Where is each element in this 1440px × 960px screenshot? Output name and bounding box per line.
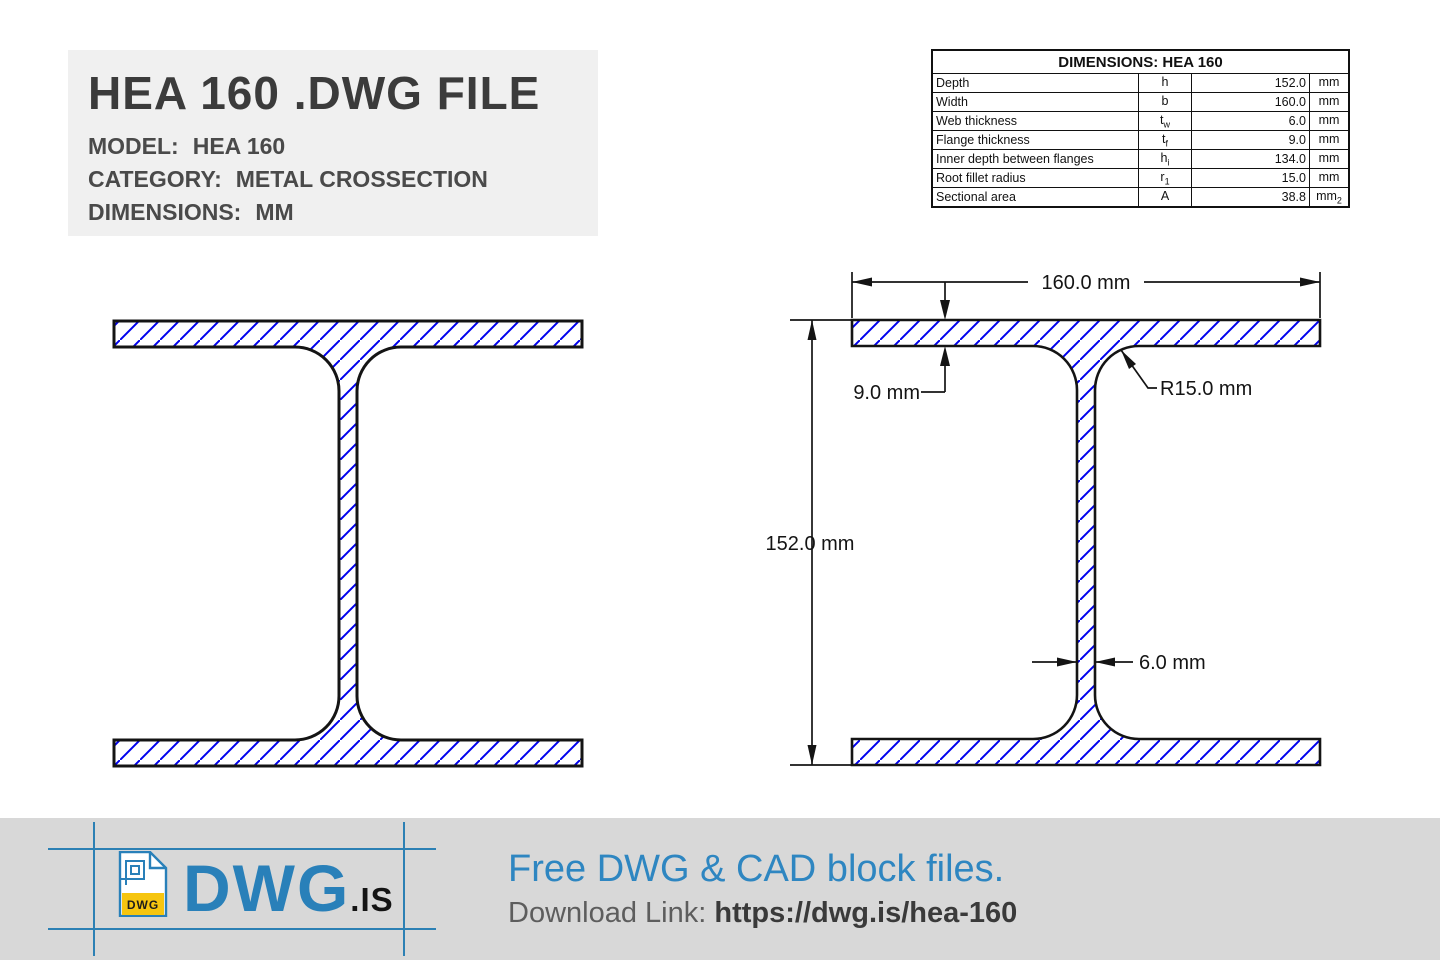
- download-label: Download Link:: [508, 897, 707, 929]
- flange-thickness-label: 9.0 mm: [853, 382, 920, 404]
- table-header-row: DIMENSIONS: HEA 160: [931, 49, 1350, 74]
- meta-category-label: CATEGORY:: [88, 166, 222, 192]
- meta-model-label: MODEL:: [88, 133, 179, 159]
- footer-text: Free DWG & CAD block files. Download Lin…: [508, 846, 1017, 934]
- meta-category: CATEGORY: METAL CROSSECTION: [88, 163, 598, 196]
- width-dimension-label: 160.0 mm: [1042, 272, 1131, 294]
- row-name: Web thickness: [931, 111, 1139, 131]
- table-row: Inner depth between flanges hi 134.0 mm: [931, 149, 1350, 169]
- meta-model: MODEL: HEA 160: [88, 130, 598, 163]
- row-name: Inner depth between flanges: [931, 149, 1139, 169]
- crop-mark-vertical-right: [403, 822, 405, 956]
- meta-dimensions-label: DIMENSIONS:: [88, 199, 242, 225]
- download-url: https://dwg.is/hea-160: [714, 897, 1018, 929]
- ibeam-section-dimensioned: 160.0 mm 152.0 mm 9.0 mm R15.0 mm 6.0 mm: [766, 270, 1322, 767]
- brand-name: DWG: [183, 851, 351, 925]
- dimensions-table: DIMENSIONS: HEA 160 Depth h 152.0 mm Wid…: [931, 49, 1350, 208]
- table-title: DIMENSIONS: HEA 160: [931, 49, 1350, 74]
- title-box: HEA 160 .DWG FILE MODEL: HEA 160 CATEGOR…: [68, 50, 598, 236]
- dimension-arrowheads: [807, 277, 1320, 765]
- dwg-badge: [122, 893, 164, 915]
- row-unit: mm2: [1309, 187, 1350, 208]
- dwg-badge-label: DWG: [127, 898, 159, 912]
- table-row: Depth h 152.0 mm: [931, 73, 1350, 93]
- row-symbol: r1: [1138, 168, 1192, 188]
- row-unit: mm: [1309, 149, 1350, 169]
- dwg-file-icon: DWG: [118, 851, 168, 917]
- meta-category-value: METAL CROSSECTION: [235, 166, 488, 192]
- row-value: 38.8: [1191, 187, 1310, 208]
- table-row: Sectional area A 38.8 mm2: [931, 187, 1350, 208]
- web-thickness-label: 6.0 mm: [1139, 652, 1206, 674]
- meta-dimensions-value: MM: [255, 199, 294, 225]
- row-name: Depth: [931, 73, 1139, 93]
- brand-logo: DWG.IS: [183, 850, 394, 926]
- table-row: Width b 160.0 mm: [931, 92, 1350, 112]
- crop-mark-vertical-left: [93, 822, 95, 956]
- page-title: HEA 160 .DWG FILE: [88, 67, 541, 119]
- row-name: Root fillet radius: [931, 168, 1139, 188]
- tagline: Free DWG & CAD block files.: [508, 848, 1005, 890]
- brand-suffix: .IS: [350, 881, 394, 918]
- row-value: 15.0: [1191, 168, 1310, 188]
- fillet-radius-label: R15.0 mm: [1160, 378, 1252, 400]
- row-name: Sectional area: [931, 187, 1139, 208]
- meta-dimensions: DIMENSIONS: MM: [88, 196, 598, 229]
- model-meta: MODEL: HEA 160 CATEGORY: METAL CROSSECTI…: [68, 120, 598, 229]
- table-row: Root fillet radius r1 15.0 mm: [931, 168, 1350, 188]
- dim-label-backing: [1028, 270, 1144, 293]
- crop-mark-horizontal-top: [48, 848, 436, 850]
- depth-dimension-label: 152.0 mm: [766, 533, 855, 555]
- row-unit: mm: [1309, 168, 1350, 188]
- ibeam-section-left: [112, 319, 584, 768]
- download-line: Download Link: https://dwg.is/hea-160: [508, 892, 1017, 934]
- row-unit: mm: [1309, 92, 1350, 112]
- meta-model-value: HEA 160: [192, 133, 286, 159]
- footer: [0, 818, 1440, 960]
- crop-mark-horizontal-bottom: [48, 928, 436, 930]
